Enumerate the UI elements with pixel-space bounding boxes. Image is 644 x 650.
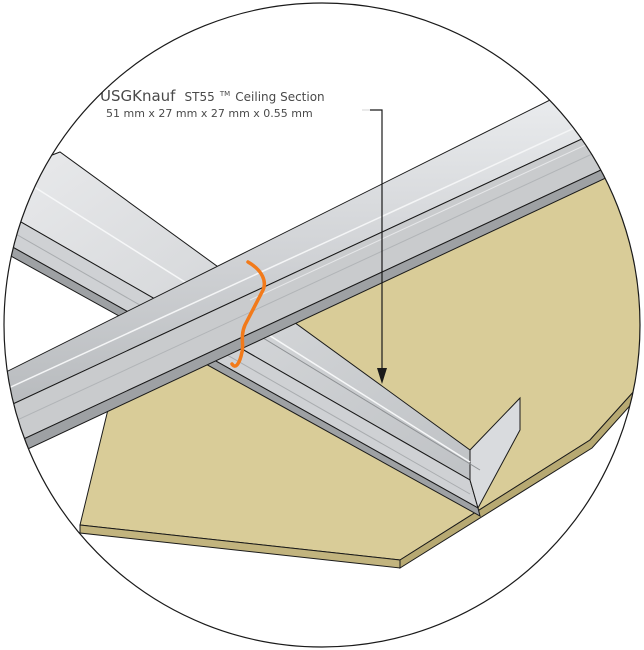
upper-ceiling-section: [4, 81, 640, 463]
arrow-head-icon: [377, 368, 387, 384]
lens-border: [3, 2, 641, 648]
product-code: ST55: [185, 90, 215, 104]
dimensions-label: 51 mm x 27 mm x 27 mm x 0.55 mm: [106, 107, 313, 120]
connector-clip: [230, 260, 267, 368]
callout-title: USGKnauf ST55 TM Ceiling Section: [100, 81, 325, 105]
product-name: Ceiling Section: [235, 90, 324, 104]
trademark-mark: TM: [219, 90, 230, 98]
callout-label: USGKnauf ST55 TM Ceiling Section 51 mm x…: [92, 81, 370, 124]
brand-name: USGKnauf: [100, 87, 176, 105]
